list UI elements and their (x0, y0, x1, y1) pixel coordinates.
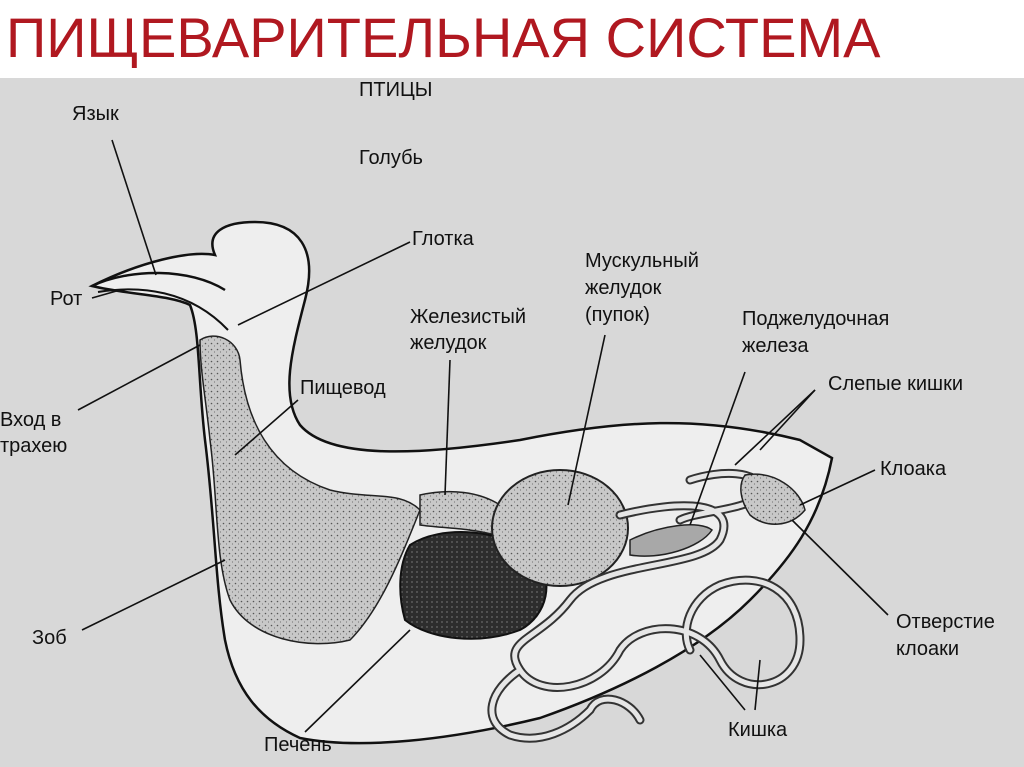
label-glandular-stomach-2: желудок (410, 332, 487, 354)
label-cloaca-opening-2: клоаки (896, 638, 960, 660)
label-caeca: Слепые кишки (828, 373, 964, 395)
cloaca-organ (740, 473, 806, 525)
label-tongue: Язык (72, 103, 119, 125)
label-glandular-stomach-1: Железистый (410, 306, 527, 328)
label-muscular-stomach-3: (пупок) (585, 304, 650, 326)
label-trachea-entry-1: Вход в (0, 409, 62, 431)
label-cloaca-opening-1: Отверстие (896, 611, 995, 633)
beak-lower (97, 288, 229, 331)
label-pancreas-1: Поджелудочная (742, 308, 890, 330)
pancreas-organ (629, 524, 713, 557)
muscular-stomach-organ (491, 469, 629, 587)
label-muscular-stomach-2: желудок (585, 277, 662, 299)
label-liver: Печень (264, 734, 332, 756)
label-esophagus: Пищевод (300, 377, 386, 399)
label-cloaca: Клоака (880, 458, 947, 480)
esophagus-crop-organ (199, 335, 421, 645)
label-intestine: Кишка (728, 719, 788, 741)
label-pancreas-2: железа (742, 335, 809, 357)
label-crop: Зоб (32, 627, 67, 649)
beak-upper (91, 271, 226, 292)
label-trachea-entry-2: трахею (0, 435, 68, 457)
subtitle-pigeon: Голубь (359, 147, 423, 169)
page-title: ПИЩЕВАРИТЕЛЬНАЯ СИСТЕМА (6, 6, 881, 69)
subtitle-birds: ПТИЦЫ (359, 79, 433, 101)
leader-lines (77, 139, 889, 733)
label-mouth: Рот (50, 288, 83, 310)
label-pharynx: Глотка (412, 228, 474, 250)
label-muscular-stomach-1: Мускульный (585, 250, 699, 272)
